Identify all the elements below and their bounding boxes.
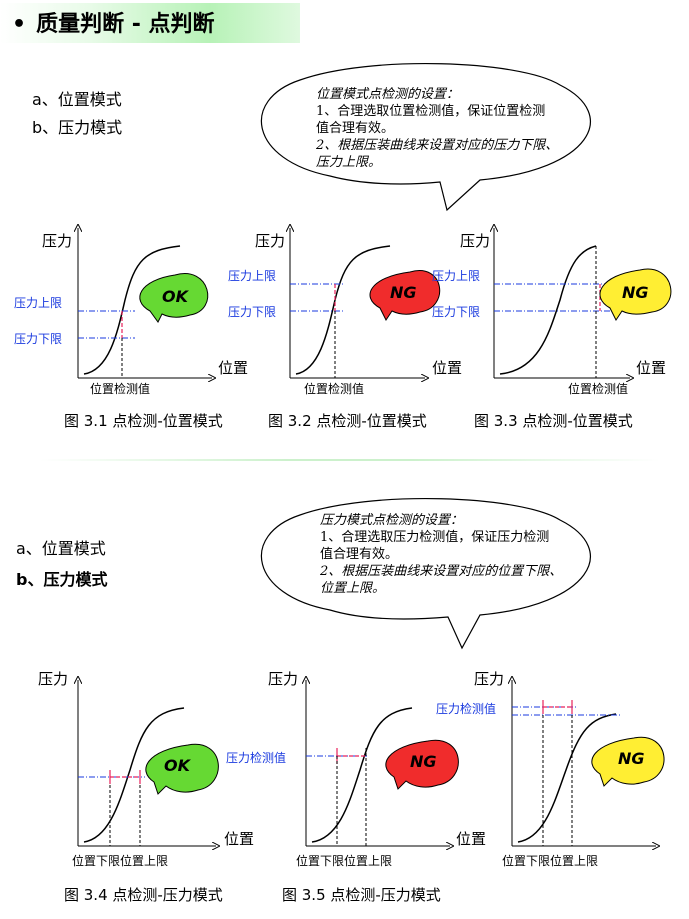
lower-limit-label: 压力下限 [14,332,63,346]
press-curve [499,245,597,375]
chart-3-3 [494,228,672,378]
ok-result: OK [164,756,190,775]
lower-limit-label: 压力下限 [432,305,481,319]
ng-bubble [369,270,441,321]
figure-caption: 图 3.1 点检测-位置模式 [64,412,223,430]
ng-result: NG [410,752,437,771]
callout-line: 压力上限。 [316,155,382,170]
ng-result: NG [618,749,645,768]
y-axis-label: 压力 [38,670,69,688]
page-title: • 质量判断 - 点判断 [12,6,215,38]
upper-limit-label: 压力上限 [228,269,277,283]
callout-line: 值合理有效。 [320,547,399,562]
callout-1-text: 位置模式点检测的设置： 1、合理选取位置检测值，保证位置检测 值合理有效。 2、… [316,86,558,171]
y-axis-label: 压力 [460,232,491,250]
chart-3-2 [290,228,441,378]
callout-bubble-2 [261,497,591,650]
check-value-label: 位置检测值 [304,382,365,396]
y-axis-label: 压力 [474,670,505,688]
chart-3-4 [78,680,218,846]
mode-a-label: a、位置模式 [32,90,122,109]
ng-bubble [385,739,459,790]
ok-result: OK [162,287,188,306]
ng-result: NG [622,283,649,302]
position-limits-label: 位置下限位置上限 [502,854,599,868]
page-title-text: 质量判断 - 点判断 [36,12,215,37]
callout-line: 位置模式点检测的设置： [316,87,460,102]
callout-line: 2、根据压装曲线来设置对应的位置下限、 [320,564,563,579]
callout-line: 1、合理选取压力检测值，保证压力检测 [320,530,550,545]
figure-caption: 图 3.4 点检测-压力模式 [64,886,223,904]
ng-bubble [591,736,665,787]
chart-3-1 [78,228,212,378]
ok-bubble [145,743,219,795]
figure-caption: 图 3.2 点检测-位置模式 [268,412,427,430]
chart-3-6 [512,680,665,846]
mode-b-label: b、压力模式 [32,118,123,137]
bullet-icon: • [12,12,27,37]
ok-bubble [139,273,209,323]
check-value-label: 压力检测值 [436,702,497,716]
check-value-label: 压力检测值 [226,751,287,765]
press-curve [311,707,413,843]
ng-result: NG [390,283,417,302]
callout-bubble-1 [261,62,591,212]
press-curve [295,245,391,375]
callout-line: 值合理有效。 [316,121,395,136]
press-curve [83,707,185,843]
upper-limit-label: 压力上限 [14,296,63,310]
mode-b-label: b、压力模式 [16,570,108,589]
press-curve [517,713,617,843]
position-limits-label: 位置下限位置上限 [72,854,169,868]
y-axis-label: 压力 [42,232,73,250]
callout-line: 2、根据压装曲线来设置对应的压力下限、 [316,138,559,153]
ng-bubble [599,268,672,321]
figure-caption: 图 3.5 点检测-压力模式 [282,886,441,904]
position-limits-label: 位置下限位置上限 [296,854,393,868]
x-axis-label: 位置 [636,359,667,377]
y-axis-label: 压力 [255,232,286,250]
lower-limit-label: 压力下限 [228,305,277,319]
check-value-label: 位置检测值 [568,382,629,396]
y-axis-label: 压力 [268,670,299,688]
x-axis-label: 位置 [456,830,487,848]
x-axis-label: 位置 [224,830,255,848]
callout-line: 压力模式点检测的设置： [320,513,464,528]
press-curve [83,245,181,375]
x-axis-label: 位置 [218,359,249,377]
mode-a-label: a、位置模式 [16,539,106,558]
title-band [0,3,300,43]
upper-limit-label: 压力上限 [432,269,481,283]
callout-2-text: 压力模式点检测的设置： 1、合理选取压力检测值，保证压力检测 值合理有效。 2、… [320,512,562,597]
callout-line: 位置上限。 [320,581,386,596]
check-value-label: 位置检测值 [90,382,151,396]
callout-line: 1、合理选取位置检测值，保证位置检测 [316,104,546,119]
section-divider [40,459,660,461]
x-axis-label: 位置 [432,359,463,377]
figure-caption: 图 3.3 点检测-位置模式 [474,412,633,430]
chart-3-5 [306,680,459,846]
